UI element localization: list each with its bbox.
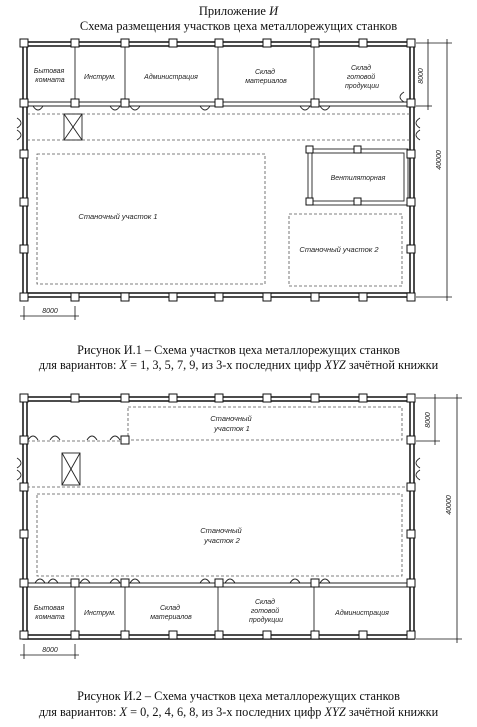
columns-2 — [19, 393, 416, 640]
room-lockers-2: Бытовая — [34, 605, 65, 612]
dim-width-1: 8000 — [418, 68, 425, 84]
figure2-caption-variants: для вариантов: X = 0, 2, 4, 6, 8, из 3-х… — [38, 705, 439, 719]
machining-section-2-label-2: Станочный — [200, 526, 242, 535]
room-lockers-1: Бытовая — [34, 68, 65, 75]
dimensions-1: 8000 40000 8000 — [20, 39, 452, 320]
dimensions-2: 8000 40000 8000 — [20, 394, 462, 659]
dim-bay-1: 8000 — [42, 308, 58, 315]
dim-bay-2: 8000 — [42, 647, 58, 654]
main-title: Схема размещения участков цеха металлоре… — [79, 19, 398, 33]
room-products-1: Склад — [351, 64, 371, 72]
svg-text:Станочный участок 2: Станочный участок 2 — [200, 526, 244, 545]
svg-text:Станочный участок 1: Станочный участок 1 — [210, 414, 254, 433]
floor-plan-2: Станочный участок 1 Станочный участок 2 … — [16, 393, 462, 659]
appendix-letter: И — [269, 4, 279, 18]
figure1-caption-title: Рисунок И.1 – Схема участков цеха металл… — [77, 343, 400, 357]
room-materials-1: Склад — [255, 68, 275, 76]
floor-plan-1: Бытовая комната Инструм. Администрация С… — [16, 38, 452, 320]
figure2-caption-title: Рисунок И.2 – Схема участков цеха металл… — [77, 689, 400, 703]
room-admin-1: Администрация — [143, 73, 198, 81]
svg-text:Бытовая комната: Бытовая комната — [34, 605, 66, 621]
svg-text:Склад готовой продукци: Склад готовой продукции — [249, 598, 283, 624]
svg-text:Склад материалов: Склад материалов — [150, 604, 192, 621]
machining-section-1-label: Станочный участок 1 — [78, 212, 157, 221]
columns-1 — [19, 38, 416, 302]
dim-height-1: 40000 — [436, 150, 443, 170]
room-materials-2: Склад — [160, 604, 180, 612]
lift-shaft-2 — [61, 452, 81, 486]
figure1-caption-variants: для вариантов: X = 1, 3, 5, 7, 9, из 3-х… — [38, 358, 439, 372]
room-admin-2: Администрация — [334, 609, 389, 617]
appendix-heading: Приложение И — [0, 4, 477, 18]
appendix-prefix: Приложение — [198, 4, 266, 18]
machining-section-1-label-2: Станочный — [210, 414, 252, 423]
machining-section-2-label: Станочный участок 2 — [299, 245, 379, 254]
svg-text:Склад готовой продукци: Склад готовой продукции — [345, 64, 379, 90]
lift-shaft-1 — [63, 113, 83, 141]
room-tools-2: Инструм. — [84, 610, 116, 617]
ventilation-room-1: Вентиляторная — [331, 175, 386, 182]
dim-height-2: 40000 — [446, 495, 453, 515]
dim-width-2: 8000 — [425, 412, 432, 428]
room-products-2: Склад — [255, 598, 275, 606]
svg-text:Склад материалов: Склад материалов — [245, 68, 287, 85]
doors-1 — [16, 91, 421, 141]
doors-2 — [16, 435, 421, 584]
svg-text:Бытовая комната: Бытовая комната — [34, 68, 66, 84]
room-tools-1: Инструм. — [84, 74, 116, 81]
